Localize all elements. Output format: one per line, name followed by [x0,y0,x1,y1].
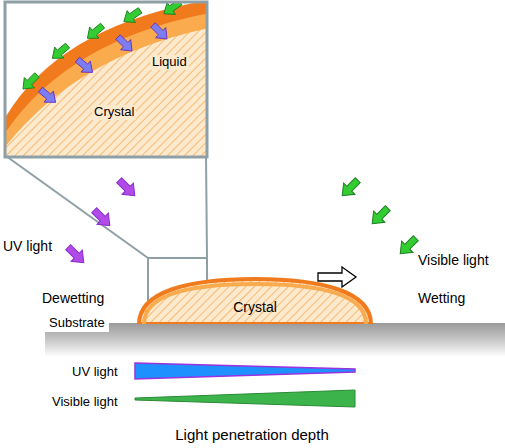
crystal-dome: Crystal [137,276,373,324]
crystal-shape [139,279,371,324]
zoom-line [206,156,207,258]
substrate-tag: Substrate [45,315,109,332]
liquid-layer [144,284,366,324]
visible-light-label: Visible light [418,252,489,268]
visible-depth-wedge [135,390,355,407]
uv-depth-label: UV light [72,365,118,380]
substrate-band [45,323,505,357]
dewetting-label: Dewetting [42,290,104,306]
visible-depth-label: Visible light [52,395,118,410]
inset-frame [5,2,207,157]
uv-light-label: UV light [3,238,52,254]
liquid-label: Liquid [150,55,189,70]
axis-title: Light penetration depth [175,426,328,443]
inset-view [6,3,206,156]
visible-arrows [337,175,422,260]
node-text: Substrate [49,316,105,331]
wetting-label: Wetting [418,290,465,306]
uv-depth-wedge [135,363,355,379]
crystal-label: Crystal [92,105,136,120]
node-text: Crystal [233,299,277,315]
uv-arrows [63,175,141,269]
